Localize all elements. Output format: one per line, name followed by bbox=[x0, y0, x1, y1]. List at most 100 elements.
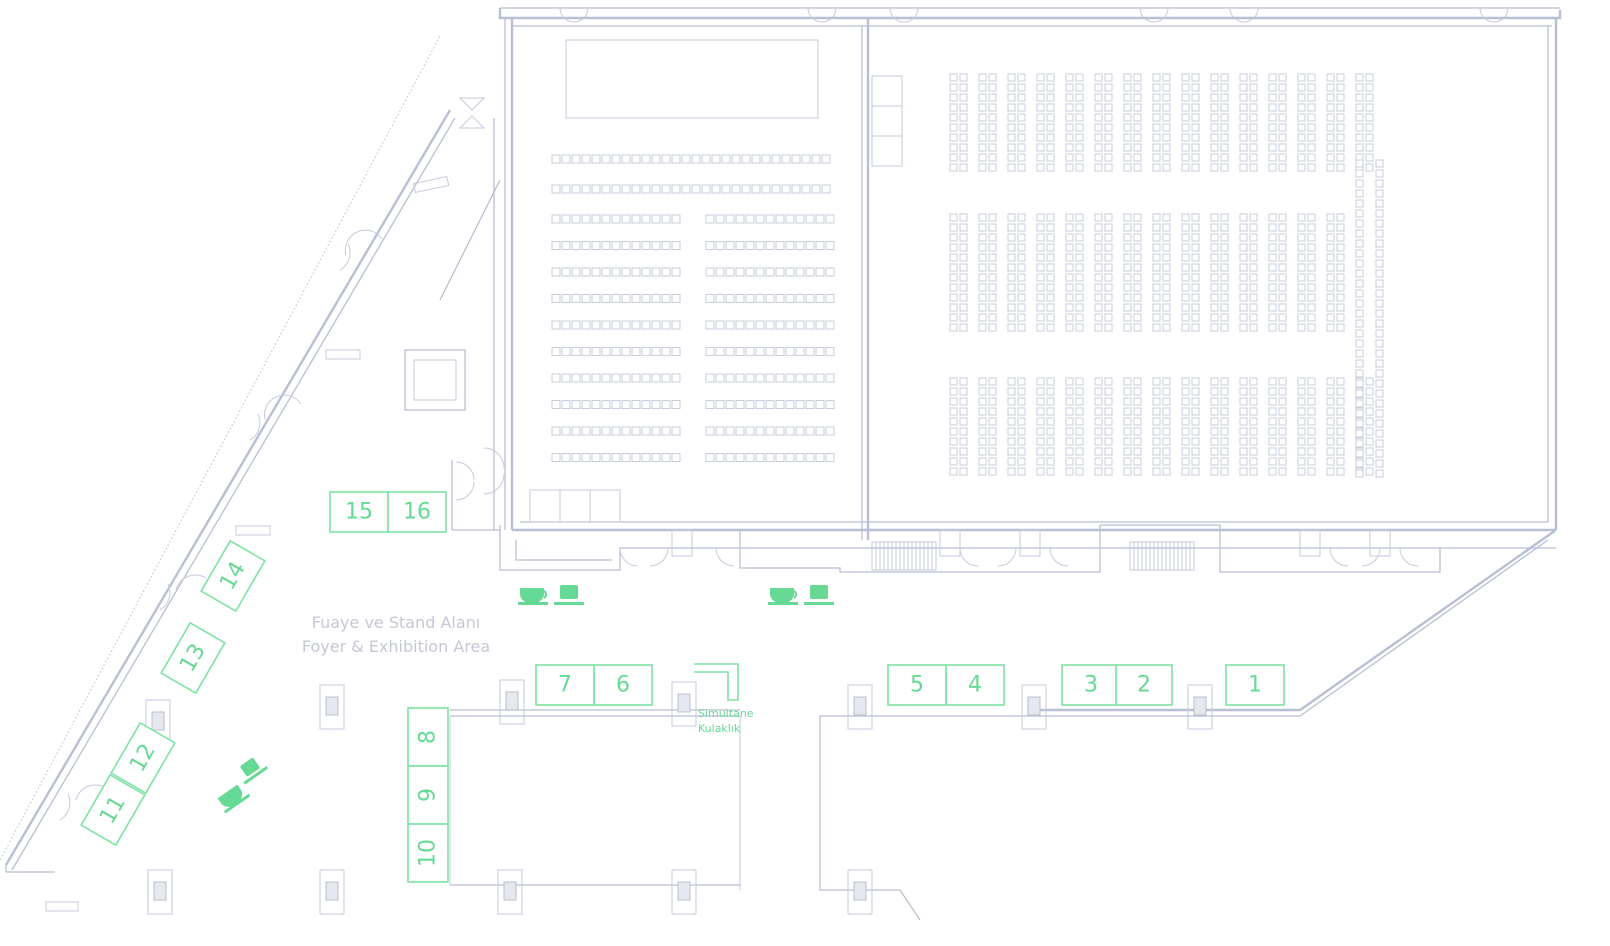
seat bbox=[1191, 73, 1200, 82]
headset-desk bbox=[694, 663, 739, 701]
seat bbox=[1065, 303, 1074, 312]
seat bbox=[1355, 169, 1364, 178]
seat bbox=[1133, 103, 1142, 112]
seat bbox=[1181, 387, 1190, 396]
booth-15[interactable]: 15 bbox=[329, 491, 389, 533]
seat bbox=[988, 123, 997, 132]
seat bbox=[1336, 397, 1345, 406]
seat bbox=[661, 320, 671, 330]
seat bbox=[1268, 243, 1277, 252]
booth-2[interactable]: 2 bbox=[1115, 664, 1173, 706]
seat bbox=[1191, 467, 1200, 476]
seat bbox=[775, 320, 785, 330]
seat bbox=[949, 273, 958, 282]
seat bbox=[1094, 387, 1103, 396]
seat bbox=[1297, 467, 1306, 476]
seat bbox=[1249, 303, 1258, 312]
seat bbox=[785, 294, 795, 303]
seat bbox=[651, 373, 661, 383]
seat bbox=[1133, 283, 1142, 292]
seat bbox=[959, 233, 968, 242]
seat bbox=[1075, 313, 1084, 322]
booth-8[interactable]: 8 bbox=[407, 707, 449, 767]
seat bbox=[1375, 159, 1384, 168]
seat bbox=[1181, 143, 1190, 152]
column-core bbox=[325, 696, 339, 716]
seat bbox=[1249, 243, 1258, 252]
seat bbox=[1220, 283, 1229, 292]
seat bbox=[571, 294, 581, 303]
seat bbox=[1239, 223, 1248, 232]
booth-11[interactable]: 11 bbox=[80, 773, 146, 847]
seat bbox=[1297, 133, 1306, 142]
booth-3[interactable]: 3 bbox=[1061, 664, 1117, 706]
booth-5[interactable]: 5 bbox=[887, 664, 947, 706]
seat bbox=[1075, 467, 1084, 476]
seat bbox=[591, 426, 601, 436]
seat bbox=[651, 294, 661, 303]
seat bbox=[1007, 113, 1016, 122]
seat bbox=[715, 347, 725, 356]
booth-12[interactable]: 12 bbox=[110, 721, 176, 795]
seat bbox=[821, 154, 831, 164]
seat bbox=[1007, 243, 1016, 252]
seat bbox=[1036, 467, 1045, 476]
seat bbox=[1191, 303, 1200, 312]
column bbox=[671, 869, 697, 915]
seat bbox=[775, 426, 785, 436]
booth-14[interactable]: 14 bbox=[200, 539, 266, 613]
seat bbox=[751, 154, 761, 164]
seat bbox=[1162, 243, 1171, 252]
tea-glass-icon bbox=[240, 758, 269, 785]
seat bbox=[1355, 189, 1364, 198]
booth-6[interactable]: 6 bbox=[593, 664, 653, 706]
seat bbox=[755, 267, 765, 277]
seat bbox=[1278, 283, 1287, 292]
booth-13[interactable]: 13 bbox=[160, 621, 226, 695]
seat bbox=[1046, 93, 1055, 102]
booth-1[interactable]: 1 bbox=[1225, 664, 1285, 706]
seat bbox=[1326, 427, 1335, 436]
seat bbox=[1036, 283, 1045, 292]
seat bbox=[601, 241, 611, 250]
seat bbox=[978, 133, 987, 142]
seat bbox=[641, 453, 651, 462]
seat bbox=[1249, 427, 1258, 436]
seat bbox=[1162, 303, 1171, 312]
seat bbox=[978, 427, 987, 436]
booth-7[interactable]: 7 bbox=[535, 664, 595, 706]
seat bbox=[1152, 407, 1161, 416]
seat bbox=[1104, 113, 1113, 122]
seat bbox=[1181, 213, 1190, 222]
seat bbox=[1007, 447, 1016, 456]
seat bbox=[725, 267, 735, 277]
seat bbox=[1375, 439, 1384, 448]
seat bbox=[1307, 293, 1316, 302]
booth-9[interactable]: 9 bbox=[407, 765, 449, 825]
seat bbox=[1075, 293, 1084, 302]
seat bbox=[1375, 349, 1384, 358]
seat bbox=[561, 400, 571, 409]
booth-4[interactable]: 4 bbox=[945, 664, 1005, 706]
seat bbox=[1162, 397, 1171, 406]
seat bbox=[959, 417, 968, 426]
seat bbox=[1162, 283, 1171, 292]
seat bbox=[1307, 143, 1316, 152]
seat bbox=[795, 214, 805, 224]
booth-10[interactable]: 10 bbox=[407, 823, 449, 883]
seat bbox=[1181, 103, 1190, 112]
seat bbox=[1036, 83, 1045, 92]
booth-16[interactable]: 16 bbox=[387, 491, 447, 533]
seat bbox=[1104, 417, 1113, 426]
svg-text:5: 5 bbox=[910, 673, 924, 698]
seat bbox=[651, 426, 661, 436]
seat bbox=[959, 273, 968, 282]
coffee-cup-icon bbox=[768, 588, 798, 605]
seat bbox=[661, 154, 671, 164]
seat bbox=[1152, 153, 1161, 162]
seat bbox=[1036, 143, 1045, 152]
seat bbox=[959, 323, 968, 332]
seat bbox=[1075, 163, 1084, 172]
seat bbox=[1162, 83, 1171, 92]
seat bbox=[671, 294, 681, 303]
